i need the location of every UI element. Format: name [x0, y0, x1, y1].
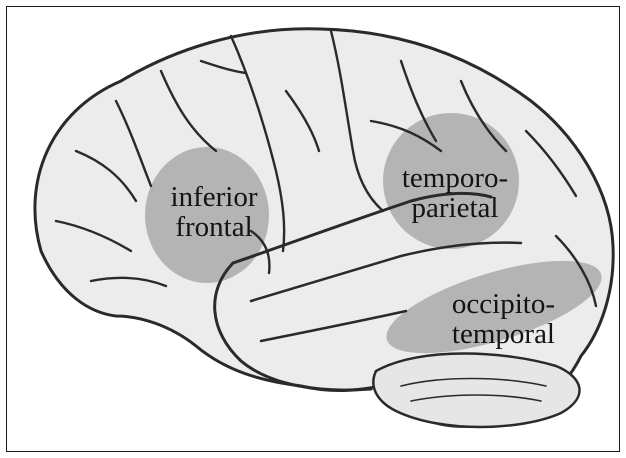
label-temporo-parietal-line-1: temporo- [380, 163, 530, 193]
label-inferior-frontal: inferior frontal [149, 182, 279, 242]
diagram-frame: inferior frontal temporo- parietal occip… [6, 6, 620, 452]
label-temporo-parietal: temporo- parietal [380, 163, 530, 223]
label-occipito-temporal: occipito- temporal [415, 289, 555, 349]
label-occipito-temporal-line-2: temporal [415, 319, 555, 349]
brain-illustration [7, 7, 620, 452]
label-occipito-temporal-line-1: occipito- [415, 289, 555, 319]
label-inferior-frontal-line-1: inferior [149, 182, 279, 212]
cerebellum [373, 354, 579, 428]
label-temporo-parietal-line-2: parietal [380, 193, 530, 223]
label-inferior-frontal-line-2: frontal [149, 212, 279, 242]
